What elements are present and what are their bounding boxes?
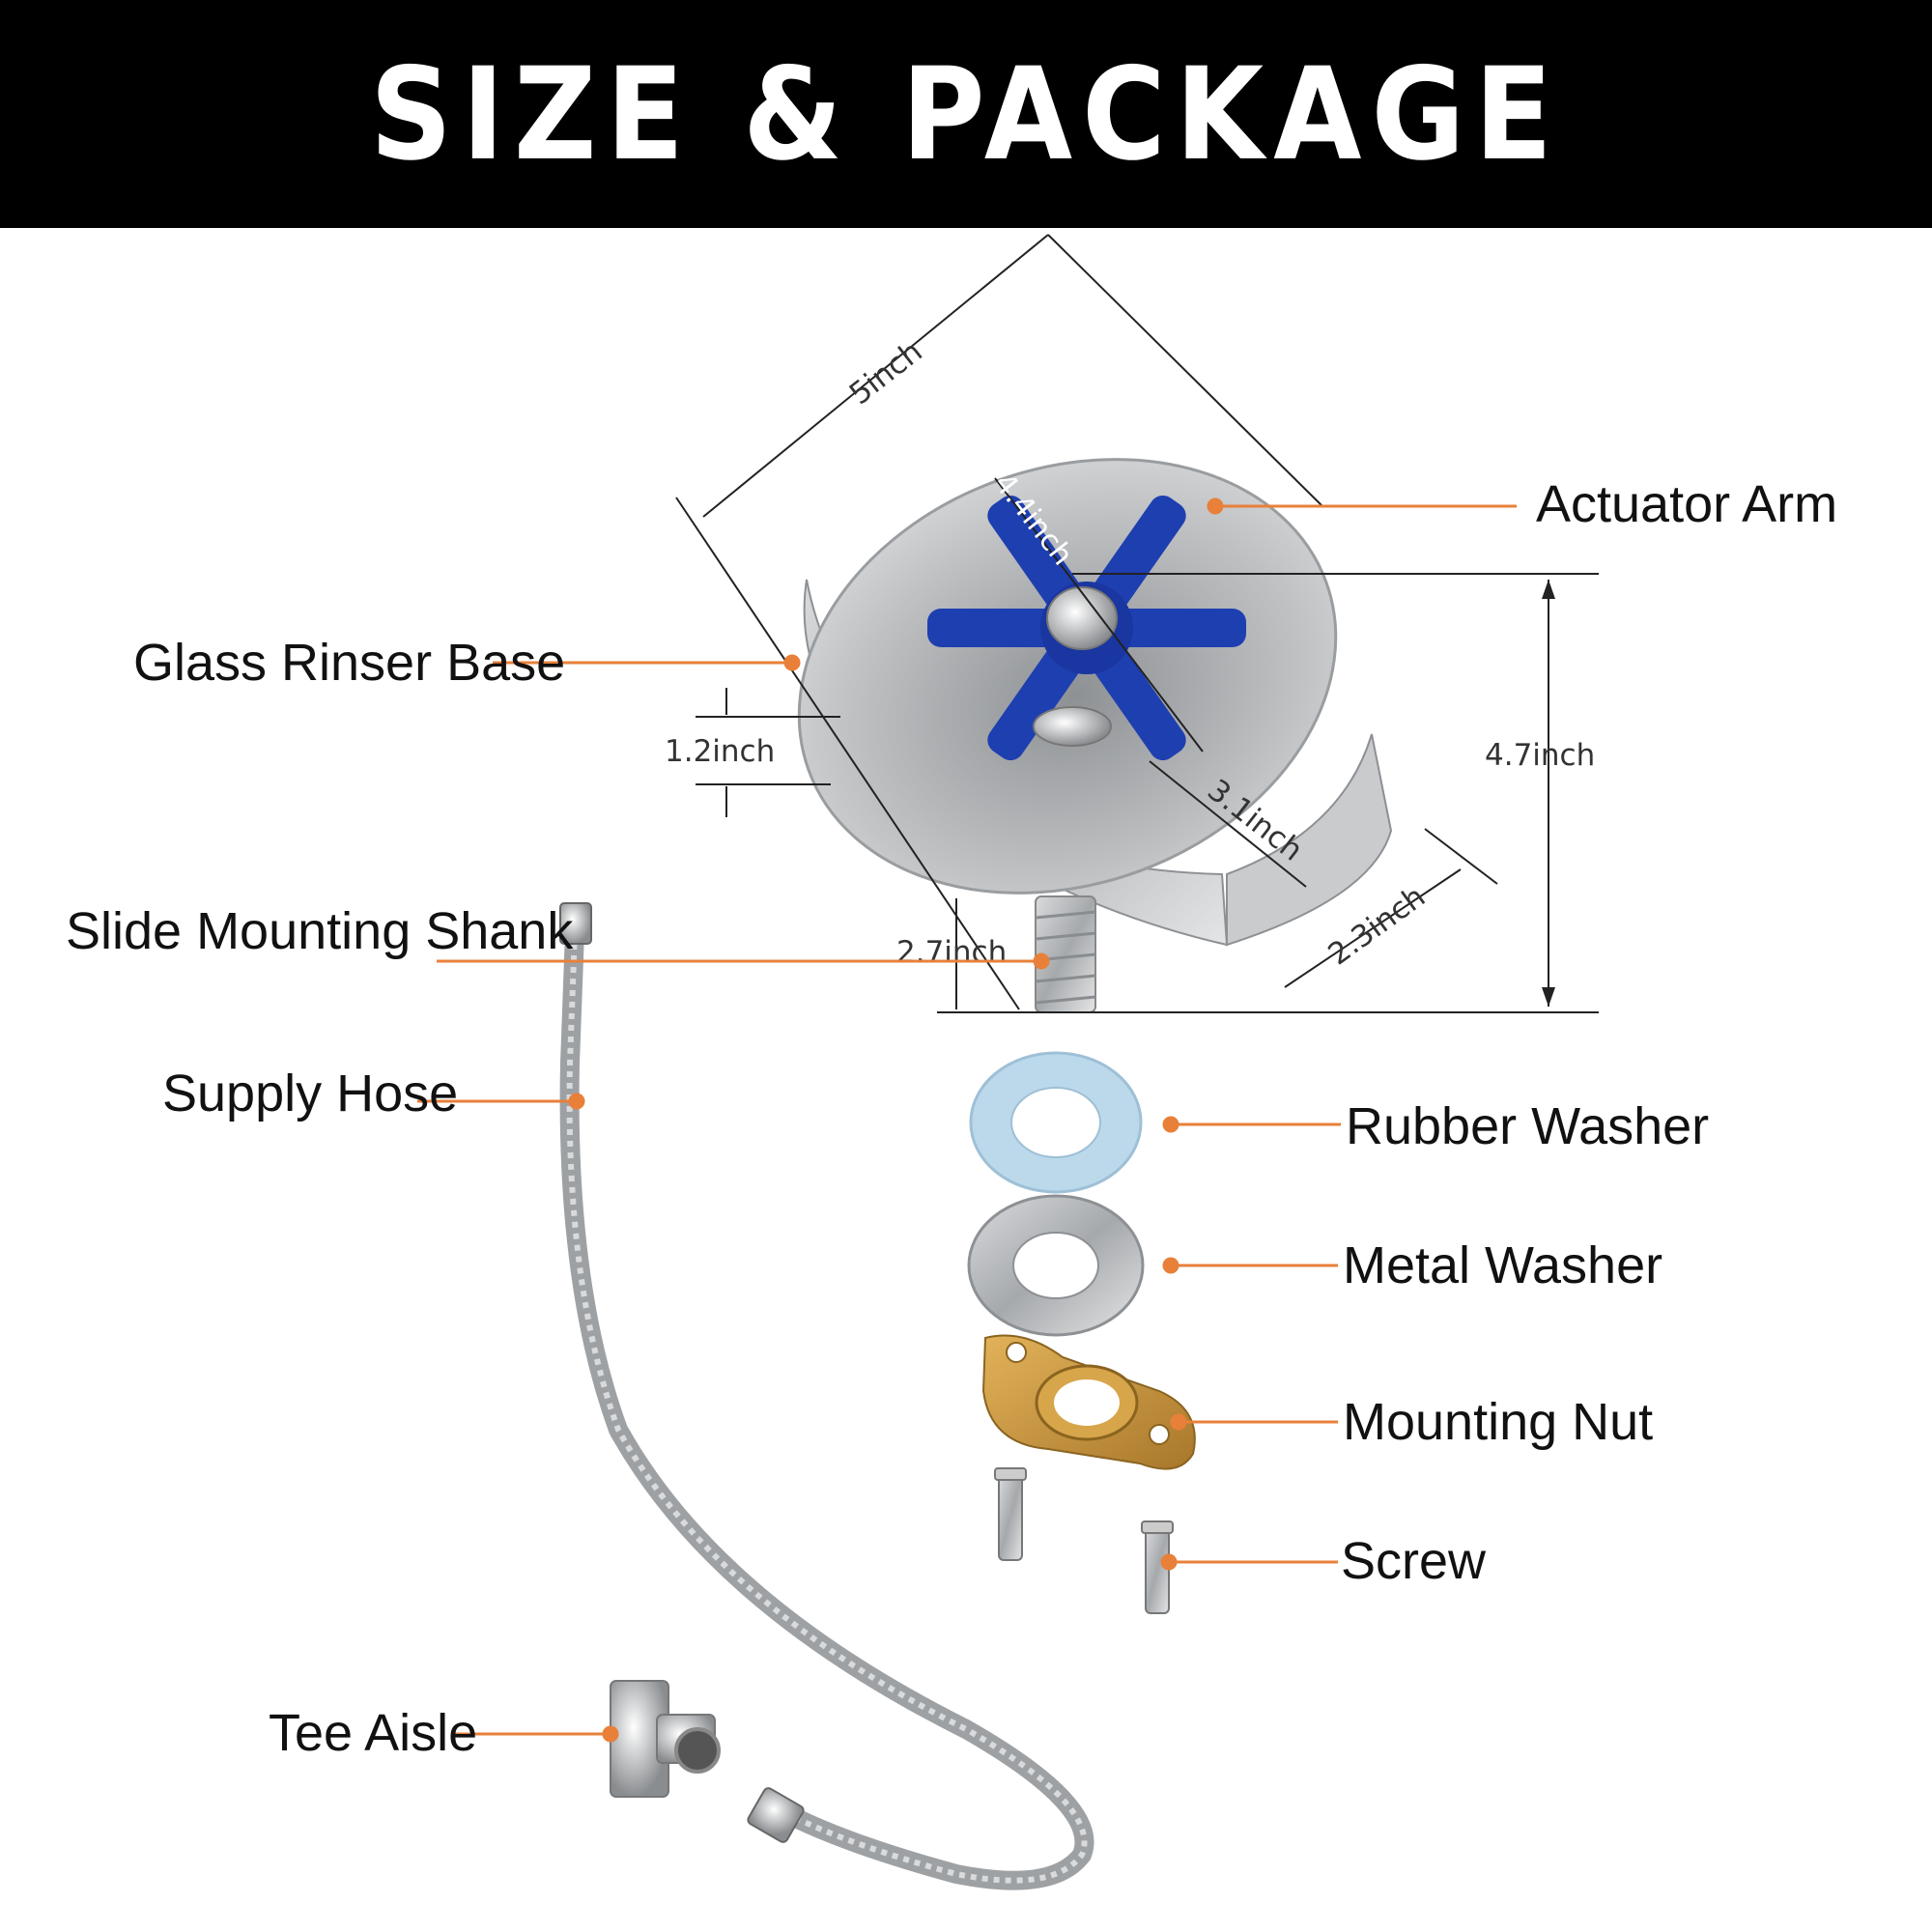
dimension-lines bbox=[675, 234, 1599, 1013]
supply-hose bbox=[559, 923, 1094, 1890]
label-screw: Screw bbox=[1341, 1532, 1487, 1590]
dim-shank-length: 2.7inch bbox=[896, 935, 1007, 970]
title-banner: SIZE & PACKAGE INCLUDED bbox=[0, 0, 1932, 444]
supply-hose-illustration bbox=[559, 902, 1094, 1890]
mounting-nut-illustration bbox=[981, 1334, 1196, 1470]
hose-top-fitting bbox=[559, 902, 592, 945]
label-actuator-arm: Actuator Arm bbox=[1536, 475, 1837, 533]
leader-lines bbox=[417, 497, 1517, 1743]
rubber-washer-illustration bbox=[969, 1051, 1143, 1194]
center-nozzle bbox=[1046, 586, 1118, 650]
dim-height: 4.7inch bbox=[1485, 738, 1595, 773]
dim-diameter: 5inch bbox=[843, 334, 929, 412]
label-mounting-nut: Mounting Nut bbox=[1343, 1393, 1653, 1451]
rinser-spout bbox=[1226, 733, 1393, 947]
page-title: SIZE & PACKAGE INCLUDED bbox=[370, 39, 1562, 444]
metal-washer-illustration bbox=[967, 1194, 1145, 1337]
tee-aisle-illustration bbox=[610, 1680, 721, 1798]
label-slide-mounting-shank: Slide Mounting Shank bbox=[66, 902, 574, 960]
label-rubber-washer: Rubber Washer bbox=[1346, 1097, 1709, 1155]
dimension-arrowheads bbox=[1542, 580, 1555, 1007]
dim-rim-height: 1.2inch bbox=[665, 734, 775, 769]
label-supply-hose: Supply Hose bbox=[162, 1065, 458, 1122]
lower-nozzle bbox=[1033, 706, 1112, 747]
label-metal-washer: Metal Washer bbox=[1343, 1236, 1662, 1294]
label-tee-aisle: Tee Aisle bbox=[269, 1704, 477, 1762]
hose-bottom-fitting bbox=[747, 1787, 805, 1843]
glass-rinser-illustration bbox=[797, 458, 1393, 1013]
label-glass-rinser-base: Glass Rinser Base bbox=[133, 634, 565, 692]
screws-illustration bbox=[994, 1467, 1174, 1614]
